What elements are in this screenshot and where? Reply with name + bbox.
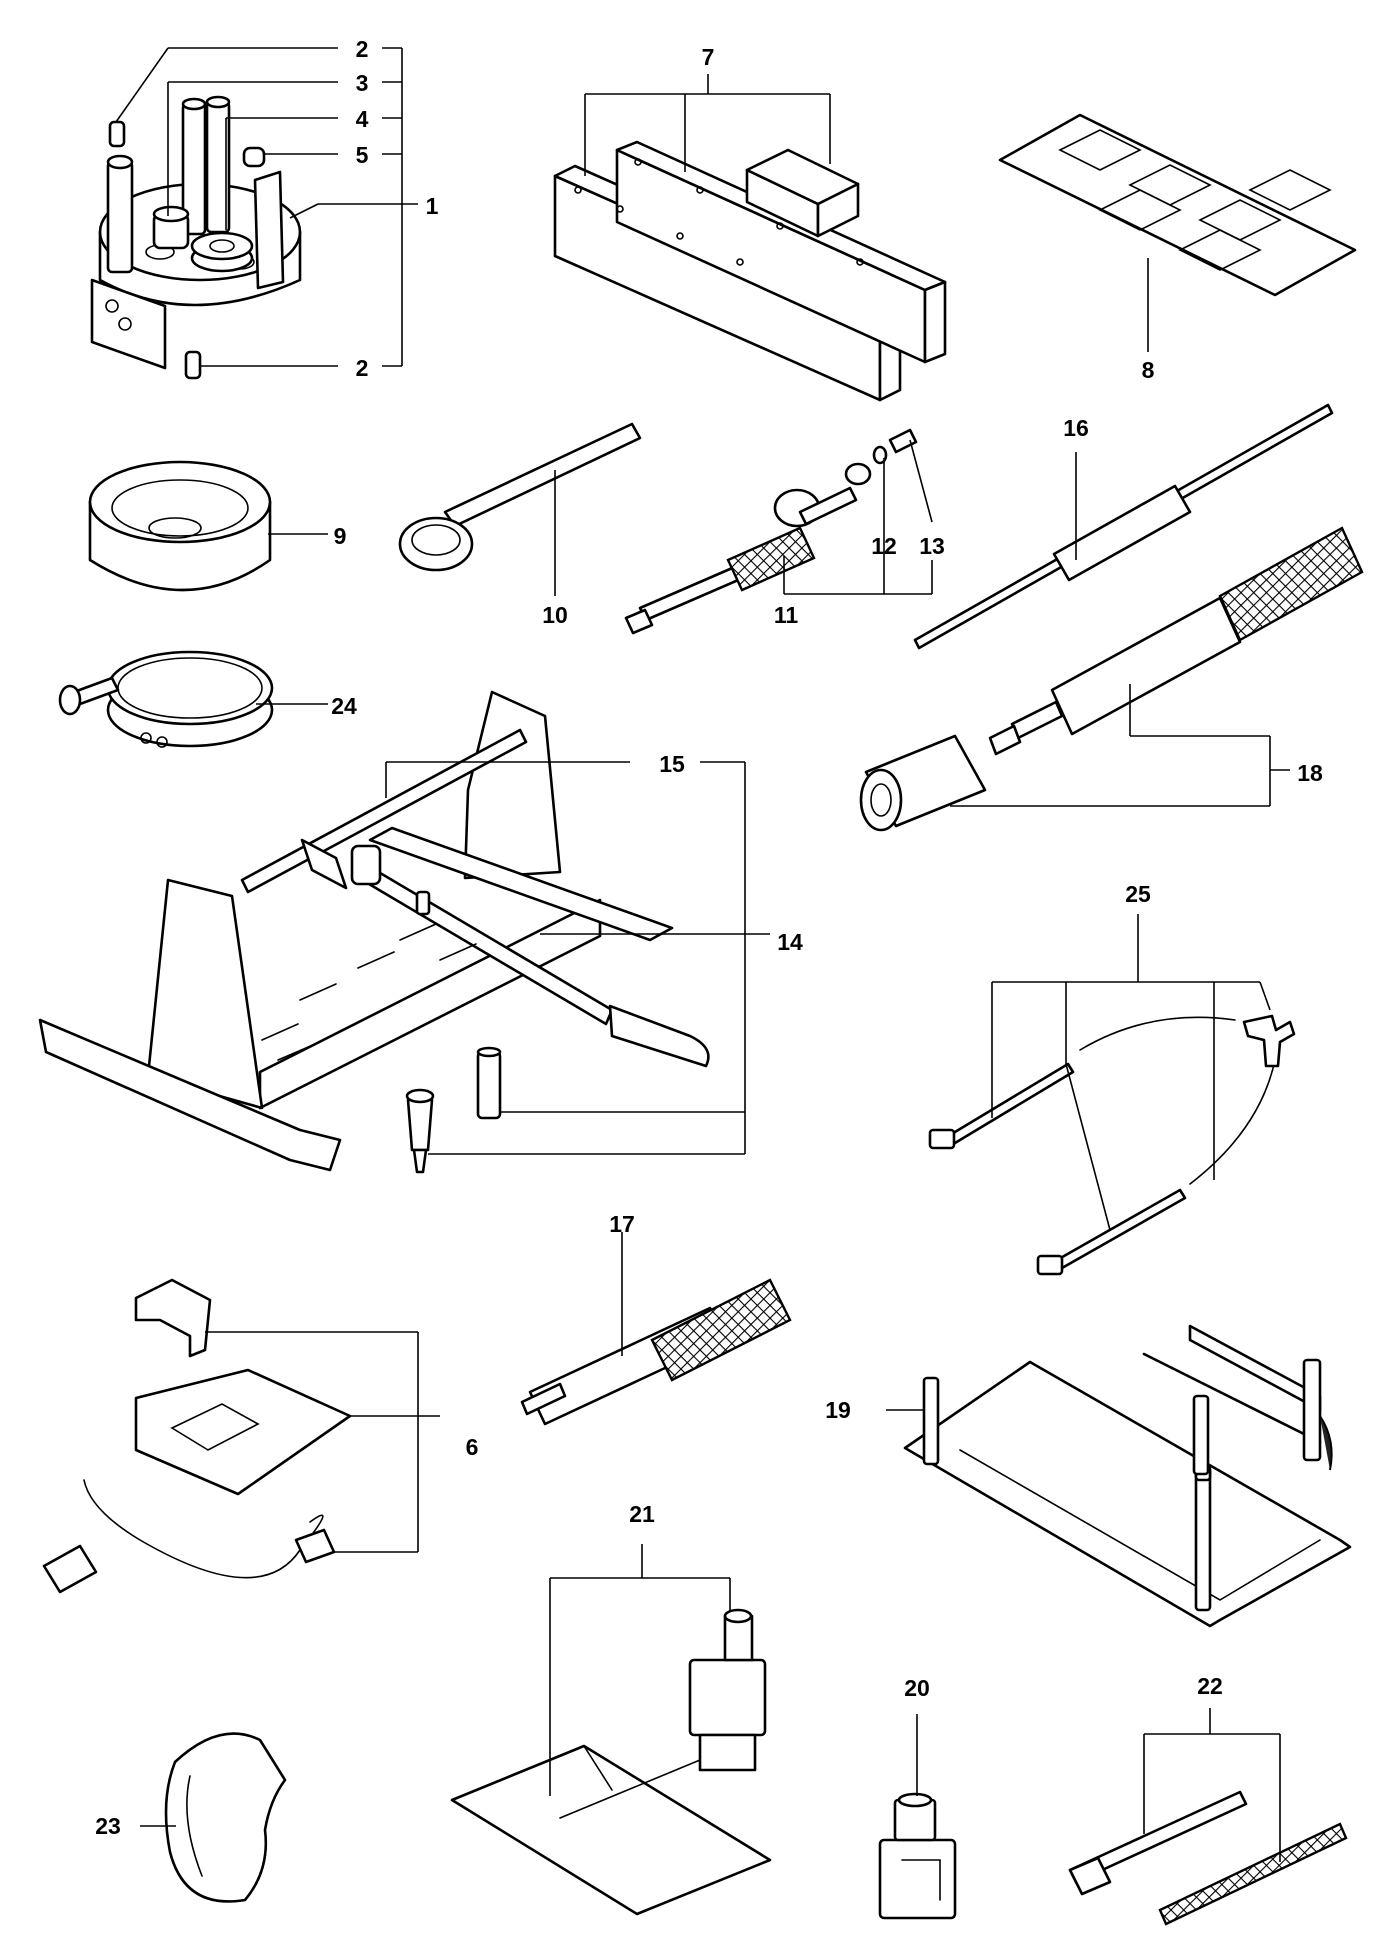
callout-labels: 1 2 2 3 4 5 6 7 8 9 10 11 12 13 14 15 16… xyxy=(95,36,1323,1839)
callout-3: 3 xyxy=(356,70,369,96)
callout-23: 23 xyxy=(95,1813,121,1839)
part-6-diagnostic-kit xyxy=(42,1278,440,1594)
callout-25: 25 xyxy=(1125,881,1151,907)
part-1-bearing-fixture xyxy=(90,47,418,380)
callout-15: 15 xyxy=(659,751,685,777)
part-10-socket-wrench xyxy=(398,422,642,596)
part-15-plugs xyxy=(405,1046,745,1174)
callout-7: 7 xyxy=(702,44,715,70)
callout-19: 19 xyxy=(825,1397,851,1423)
callout-5: 5 xyxy=(356,142,369,168)
callout-11: 11 xyxy=(774,602,799,628)
part-14-engine-stand xyxy=(38,690,770,1172)
callout-17: 17 xyxy=(609,1211,635,1237)
part-21-adapter-plate xyxy=(450,1544,772,1916)
part-16-long-rod xyxy=(913,403,1334,650)
callout-24: 24 xyxy=(331,693,357,719)
callout-20: 20 xyxy=(904,1675,930,1701)
part-7-rail-set xyxy=(553,74,947,402)
callout-16: 16 xyxy=(1063,415,1089,441)
callout-14: 14 xyxy=(777,929,803,955)
part-11-puller xyxy=(624,428,933,635)
callout-21: 21 xyxy=(629,1501,655,1527)
callout-4: 4 xyxy=(356,106,369,132)
callout-18: 18 xyxy=(1297,760,1323,786)
part-25-hose-kit xyxy=(928,914,1296,1276)
callout-2-bottom: 2 xyxy=(356,355,369,381)
part-23-curved-clip xyxy=(140,1732,287,1903)
callout-9: 9 xyxy=(334,523,347,549)
part-9-ring-tool xyxy=(88,460,328,592)
callout-6: 6 xyxy=(466,1434,479,1460)
part-8-template-plate xyxy=(998,113,1357,352)
callout-1: 1 xyxy=(426,193,439,219)
callout-12: 12 xyxy=(871,533,897,559)
part-19-support-frame xyxy=(886,1324,1352,1628)
part-22-rods xyxy=(1068,1708,1348,1926)
callout-8: 8 xyxy=(1142,357,1155,383)
callout-22: 22 xyxy=(1197,1673,1223,1699)
part-18-handle-set xyxy=(859,526,1364,832)
callout-10: 10 xyxy=(542,602,568,628)
part-17-driver-handle xyxy=(520,1232,792,1426)
callout-2-top: 2 xyxy=(356,36,369,62)
callout-13: 13 xyxy=(919,533,945,559)
part-24-clamp-ring xyxy=(58,650,328,748)
part-20-screw-clamp xyxy=(878,1714,957,1920)
